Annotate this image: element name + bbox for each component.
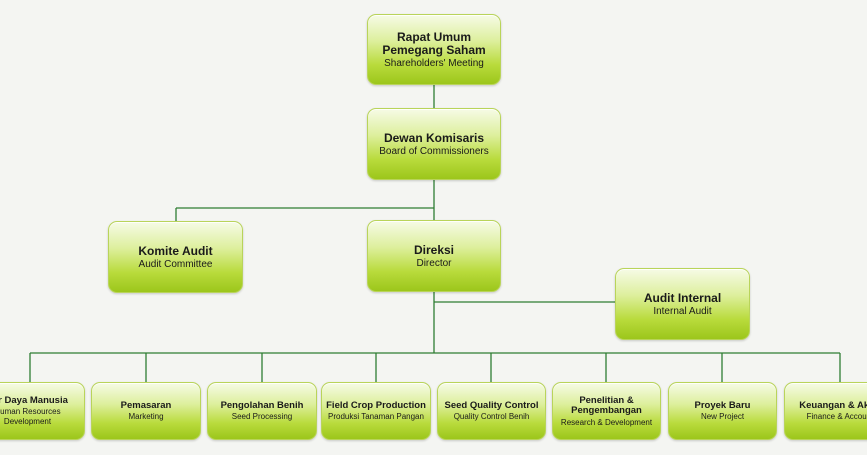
dept-keuangan-title: Keuangan & Akun	[799, 399, 867, 411]
dept-box-quality-control: Seed Quality Control Quality Control Ben…	[437, 382, 546, 440]
direksi-box: Direksi Director	[367, 220, 501, 292]
dept-pemasaran-title: Pemasaran	[120, 399, 172, 411]
dept-sdm-title: ber Daya Manusia	[0, 394, 68, 406]
dept-field-crop-sub: Produksi Tanaman Pangan	[328, 412, 424, 422]
dept-proyek-baru-title: Proyek Baru	[694, 399, 751, 411]
dept-keuangan-sub: Finance & Account	[806, 412, 867, 422]
direksi-subtitle: Director	[416, 257, 452, 269]
dept-sdm-sub1: Human Resources	[0, 407, 61, 417]
dept-pemasaran-sub: Marketing	[128, 412, 164, 422]
audit-internal-title: Audit Internal	[643, 290, 722, 305]
komisaris-box: Dewan Komisaris Board of Commissioners	[367, 108, 501, 180]
dept-quality-control-title: Seed Quality Control	[444, 399, 539, 411]
audit-internal-box: Audit Internal Internal Audit	[615, 268, 750, 340]
dept-litbang-sub: Research & Development	[560, 417, 653, 427]
dept-field-crop-title: Field Crop Production	[326, 399, 426, 411]
dept-box-proyek-baru: Proyek Baru New Project	[668, 382, 777, 440]
rups-subtitle: Shareholders' Meeting	[384, 57, 484, 69]
dept-box-sdm: ber Daya Manusia Human Resources Develop…	[0, 382, 85, 440]
dept-litbang-title-1: Penelitian &	[579, 394, 634, 406]
dept-quality-control-sub: Quality Control Benih	[453, 412, 530, 422]
komite-audit-subtitle: Audit Committee	[138, 258, 213, 270]
dept-box-field-crop: Field Crop Production Produksi Tanaman P…	[321, 382, 431, 440]
dept-box-litbang: Penelitian & Pengembangan Research & Dev…	[552, 382, 661, 440]
rups-box: Rapat Umum Pemegang Saham Shareholders' …	[367, 14, 501, 85]
rups-title-1: Rapat Umum	[396, 29, 471, 44]
komite-audit-title: Komite Audit	[138, 243, 213, 258]
dept-litbang-title-2: Pengembangan	[571, 405, 642, 416]
komisaris-title: Dewan Komisaris	[383, 130, 485, 145]
dept-pengolahan-title: Pengolahan Benih	[220, 399, 304, 411]
dept-box-pemasaran: Pemasaran Marketing	[91, 382, 201, 440]
direksi-title: Direksi	[413, 242, 455, 257]
dept-box-keuangan: Keuangan & Akun Finance & Account	[784, 382, 867, 440]
audit-internal-subtitle: Internal Audit	[653, 305, 712, 317]
komite-audit-box: Komite Audit Audit Committee	[108, 221, 243, 293]
dept-box-pengolahan: Pengolahan Benih Seed Processing	[207, 382, 317, 440]
dept-sdm-sub2: Development	[3, 417, 52, 427]
dept-pengolahan-sub: Seed Processing	[231, 412, 293, 422]
rups-title-2: Pemegang Saham	[382, 42, 486, 57]
dept-proyek-baru-sub: New Project	[700, 412, 745, 422]
komisaris-subtitle: Board of Commissioners	[379, 145, 489, 157]
